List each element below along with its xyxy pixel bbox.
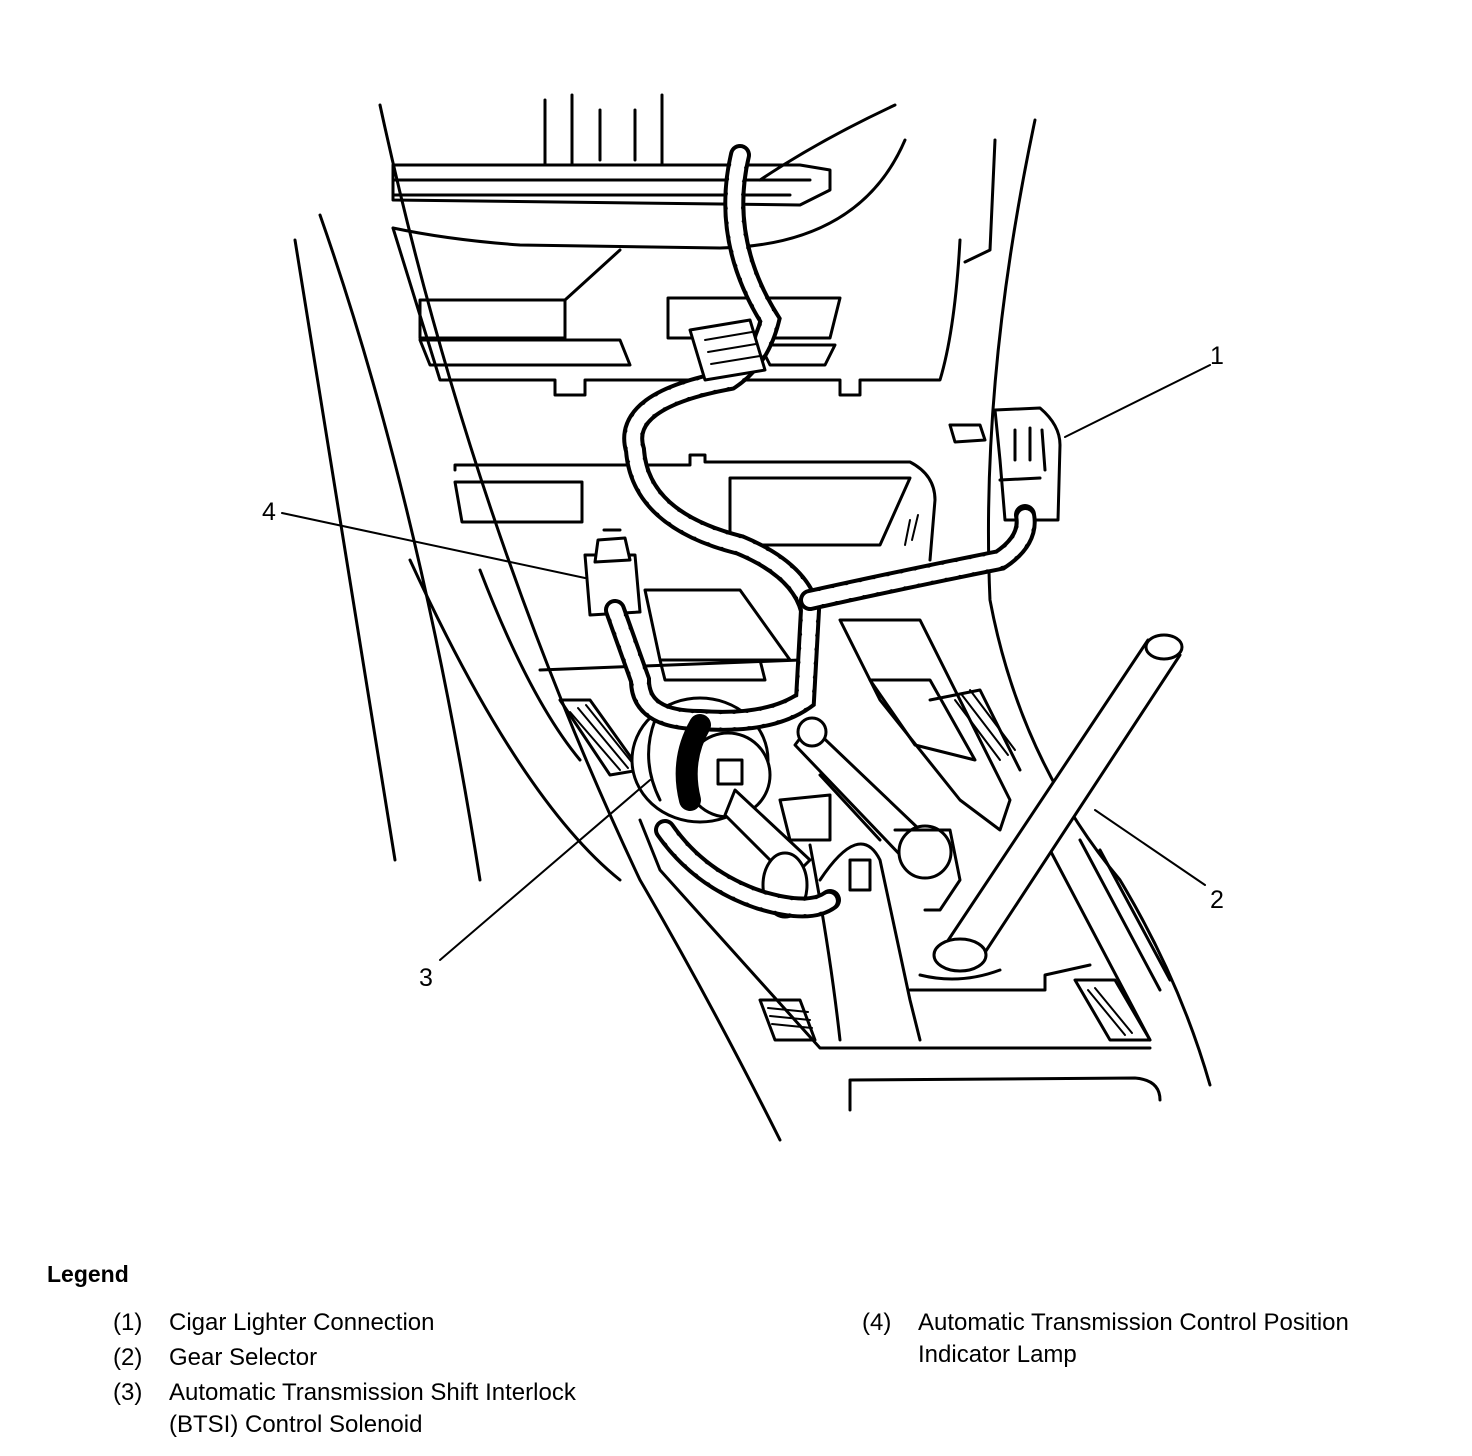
right-rail-assembly xyxy=(838,618,1022,832)
shift-pin xyxy=(793,716,962,912)
legend-number: (2) xyxy=(113,1344,143,1371)
indicator-lamp xyxy=(583,528,642,617)
console-outline xyxy=(293,103,1212,1142)
gear-selector xyxy=(918,633,1184,981)
legend-text: Cigar Lighter Connection xyxy=(169,1309,435,1336)
callout-4: 4 xyxy=(262,498,276,526)
legend-text-line2: (BTSI) Control Solenoid xyxy=(169,1411,423,1438)
callout-3: 3 xyxy=(419,964,433,992)
legend-text: Automatic Transmission Shift Interlock xyxy=(169,1379,576,1406)
legend-title: Legend xyxy=(47,1261,129,1287)
legend-number: (1) xyxy=(113,1309,143,1336)
legend-number: (4) xyxy=(862,1309,892,1336)
legend-number: (3) xyxy=(113,1379,143,1406)
middle-switch-panel xyxy=(453,453,937,702)
callout-2: 2 xyxy=(1210,886,1224,914)
leader-lines xyxy=(281,364,1211,961)
callout-1: 1 xyxy=(1210,342,1224,370)
legend-text: Gear Selector xyxy=(169,1344,318,1371)
lower-console xyxy=(638,818,1172,1112)
legend-text-line2: Indicator Lamp xyxy=(918,1341,1077,1368)
wiring-harness xyxy=(604,144,1037,919)
left-vent xyxy=(558,698,642,777)
cigar-lighter-connector xyxy=(948,406,1062,522)
legend-text: Automatic Transmission Control Position xyxy=(918,1309,1349,1336)
upper-dash-panel xyxy=(391,93,962,397)
btsi-solenoid xyxy=(630,696,922,1042)
console-wiring-diagram xyxy=(281,93,1212,1142)
